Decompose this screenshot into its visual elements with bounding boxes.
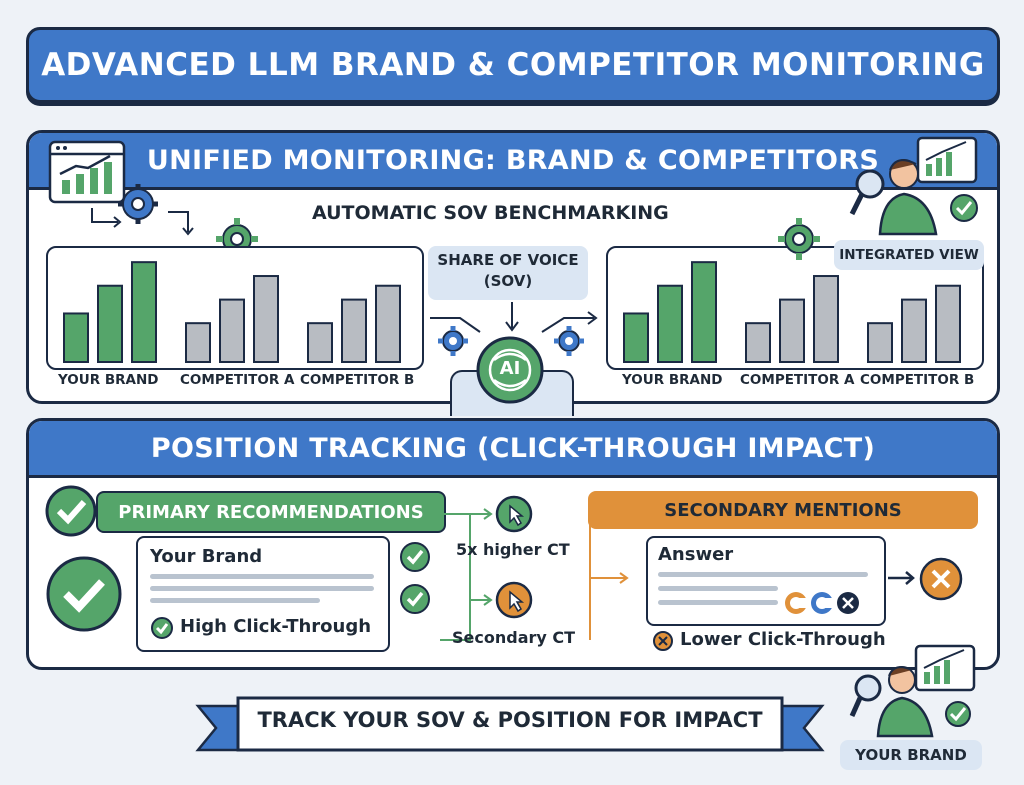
unified-heading: UNIFIED MONITORING: BRAND & COMPETITORS — [146, 144, 880, 176]
share-of-voice-label: SHARE OF VOICE (SOV) — [428, 246, 588, 300]
chart1-your-brand-bar-1 — [97, 284, 123, 364]
chart-left-label-competitor-a: COMPETITOR A — [180, 372, 295, 388]
analyst-magnifier-icon — [849, 644, 976, 738]
text-line-placeholder — [658, 572, 868, 577]
competitor-logos-icon — [785, 592, 859, 614]
integrated-view-badge: INTEGRATED VIEW — [834, 240, 984, 270]
high-click-through-label: High Click-Through — [180, 616, 372, 637]
check-circle-icon — [400, 542, 430, 572]
blue-gear-icon — [118, 184, 158, 224]
sov-chart-right-bars — [623, 261, 961, 364]
flow-arrow-icon — [91, 208, 122, 228]
chart2-competitor-b-bar-2 — [935, 284, 961, 364]
title-banner: ADVANCED LLM BRAND & COMPETITOR MONITORI… — [26, 27, 1000, 103]
blue-gear-icon — [438, 326, 468, 356]
higher-ct-label: 5x higher CT — [456, 540, 570, 559]
sov-label-line2: (SOV) — [483, 272, 533, 290]
chart2-competitor-a-bar-1 — [779, 298, 805, 363]
ribbon-banner-shape — [195, 696, 825, 752]
text-line-placeholder — [658, 586, 778, 591]
chart1-competitor-b-bar-0 — [307, 322, 333, 363]
chart1-your-brand-bar-2 — [131, 261, 157, 363]
check-circle-icon — [45, 485, 97, 537]
chart-left-label-your-brand: YOUR BRAND — [58, 372, 159, 388]
sov-benchmark-subheading: AUTOMATIC SOV BENCHMARKING — [312, 202, 669, 224]
chart-right-label-competitor-a: COMPETITOR A — [740, 372, 855, 388]
answer-card-title: Answer — [658, 544, 734, 565]
small-check-icon — [151, 617, 173, 639]
text-line-placeholder — [658, 600, 778, 605]
chart1-competitor-a-bar-1 — [219, 298, 245, 363]
text-line-placeholder — [150, 598, 320, 603]
chart2-competitor-b-bar-1 — [901, 298, 927, 363]
sov-label-line1: SHARE OF VOICE — [437, 251, 579, 269]
position-heading: POSITION TRACKING (CLICK-THROUGH IMPACT) — [150, 432, 876, 464]
flow-arrow-icon — [168, 211, 194, 236]
arrow-right-icon — [888, 571, 915, 585]
cursor-click-green-icon — [495, 495, 533, 533]
chart-right-label-your-brand: YOUR BRAND — [622, 372, 723, 388]
text-line-placeholder — [150, 574, 374, 579]
lower-click-through-label: Lower Click-Through — [680, 629, 886, 650]
position-panel-header: POSITION TRACKING (CLICK-THROUGH IMPACT) — [29, 421, 997, 478]
chart-right-label-competitor-b: COMPETITOR B — [860, 372, 975, 388]
cursor-click-orange-icon — [495, 581, 533, 619]
chart-left-label-competitor-b: COMPETITOR B — [300, 372, 415, 388]
your-brand-card-title: Your Brand — [150, 546, 263, 567]
your-brand-card: Your Brand High Click-Through — [136, 536, 390, 652]
secondary-ct-label: Secondary CT — [452, 628, 576, 647]
chart1-your-brand-bar-0 — [63, 312, 89, 363]
your-brand-badge: YOUR BRAND — [840, 740, 982, 770]
green-gear-icon — [778, 218, 820, 260]
page-title: ADVANCED LLM BRAND & COMPETITOR MONITORI… — [41, 47, 985, 83]
chart2-competitor-b-bar-0 — [867, 322, 893, 363]
analyst-magnifier-icon — [849, 136, 978, 236]
chart1-competitor-b-bar-2 — [375, 284, 401, 364]
large-check-circle-icon — [46, 556, 122, 632]
chart2-your-brand-bar-2 — [691, 261, 717, 363]
answer-card: Answer — [646, 536, 886, 626]
footer-banner-text: TRACK YOUR SOV & POSITION FOR IMPACT — [257, 708, 763, 732]
analytics-browser-icon — [48, 140, 126, 204]
chart1-competitor-a-bar-0 — [185, 322, 211, 363]
ai-label: AI — [499, 358, 521, 379]
secondary-mentions-label: SECONDARY MENTIONS — [588, 491, 978, 529]
chart2-competitor-a-bar-0 — [745, 322, 771, 363]
text-line-placeholder — [150, 586, 374, 591]
primary-recommendations-label: PRIMARY RECOMMENDATIONS — [96, 491, 446, 533]
sov-flow-arrows — [430, 302, 598, 333]
chart2-your-brand-bar-0 — [623, 312, 649, 363]
unified-panel-header: UNIFIED MONITORING: BRAND & COMPETITORS — [29, 133, 997, 190]
sov-chart-left-bars — [63, 261, 401, 364]
check-circle-icon — [400, 584, 430, 614]
chart1-competitor-a-bar-2 — [253, 275, 279, 364]
chart2-your-brand-bar-1 — [657, 284, 683, 364]
x-circle-icon — [919, 557, 963, 601]
chart1-competitor-b-bar-1 — [341, 298, 367, 363]
small-x-icon — [653, 631, 673, 651]
chart2-competitor-a-bar-2 — [813, 275, 839, 364]
blue-gear-icon — [554, 326, 584, 356]
ai-brain-icon — [476, 336, 544, 404]
